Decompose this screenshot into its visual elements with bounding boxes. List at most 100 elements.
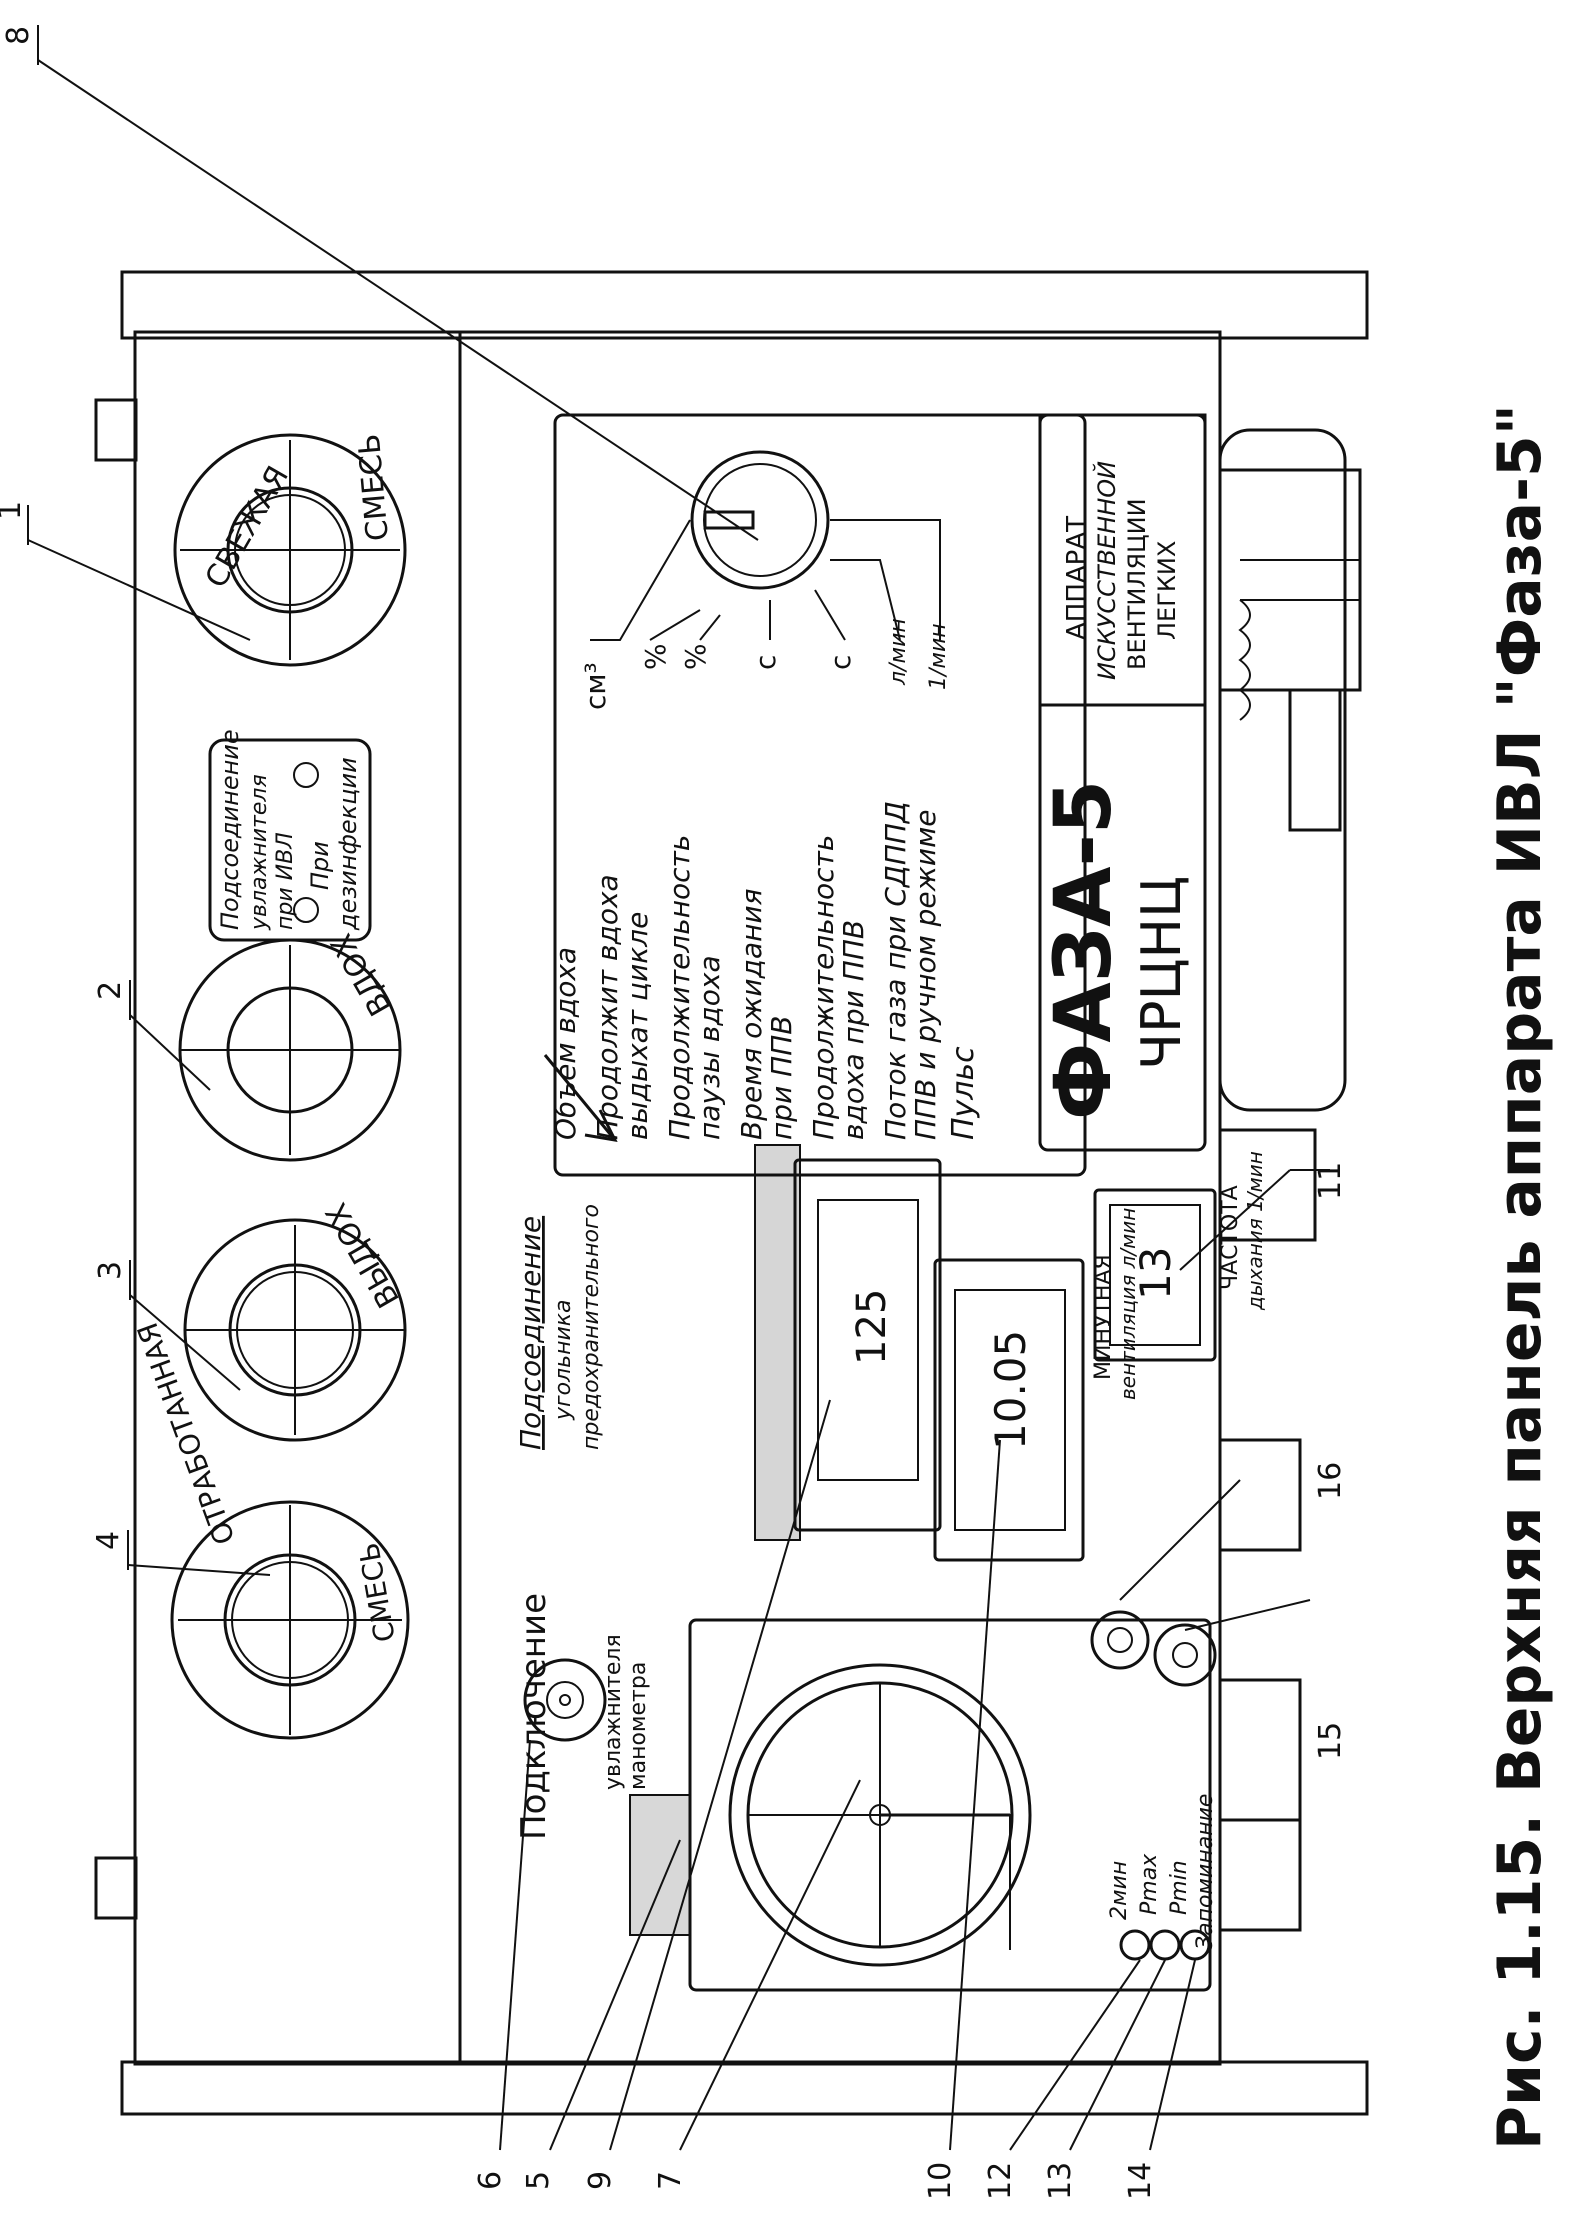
callout-14: 14 bbox=[1123, 2162, 1158, 2200]
handle-bump-right bbox=[94, 398, 138, 462]
brand-name-4: ЛЕГКИХ bbox=[1153, 541, 1181, 640]
param-7: при ППВ bbox=[765, 1016, 798, 1141]
alarm-2min-button[interactable] bbox=[1119, 1929, 1151, 1961]
connection-title: Подключение bbox=[514, 1593, 554, 1840]
minute-label-2: вентиляция л/мин bbox=[1116, 1208, 1140, 1400]
rate-label-1: ЧАСТОТА bbox=[1218, 1185, 1243, 1290]
callout-9: 9 bbox=[583, 2171, 618, 2190]
foot-16 bbox=[1218, 1128, 1317, 1242]
brand-name-box bbox=[1038, 413, 1207, 707]
humidifier-plate: Подсоединение увлажнителя при ИВЛ При де… bbox=[208, 729, 372, 942]
handle-body bbox=[1218, 428, 1347, 1112]
callout-12: 12 bbox=[983, 2162, 1018, 2200]
callout-numbers: 1 2 3 4 8 6 5 9 7 10 12 13 14 11 16 15 bbox=[0, 26, 1348, 2200]
parameter-selector: Объем вдоха Продолжит вдоха выдыхат цикл… bbox=[549, 413, 1087, 1177]
callout-10: 10 bbox=[923, 2162, 958, 2200]
rate-label-2: дыхания 1/мин bbox=[1243, 1151, 1267, 1311]
display-hatch bbox=[754, 1144, 801, 1541]
callout-8: 8 bbox=[1, 26, 36, 45]
humid-manometer-2: манометра bbox=[626, 1662, 651, 1790]
figure-caption: Рис. 1.15. Верхняя панель аппарата ИВЛ "… bbox=[1485, 404, 1555, 2150]
main-display-value: 125 bbox=[849, 1289, 895, 1365]
unit-2: % bbox=[639, 643, 672, 670]
main-display-frame bbox=[793, 1158, 942, 1532]
humid-manometer-1: увлажнителя bbox=[601, 1634, 626, 1790]
humid-plate-line5: дезинфекции bbox=[334, 757, 362, 931]
brand-name-1: АППАРАТ bbox=[1062, 516, 1092, 640]
foot-left-a bbox=[1218, 1678, 1302, 1822]
brand-model: ФАЗА-5 bbox=[1039, 780, 1129, 1120]
brand-name-3: ВЕНТИЛЯЦИИ bbox=[1123, 498, 1151, 670]
bottom-rail bbox=[120, 2060, 1369, 2116]
displays: 125 10.05 МИНУТНАЯ вентиляция л/мин 13 Ч… bbox=[754, 1144, 1267, 1562]
alarm-pmin-label: Pmin bbox=[1167, 1860, 1192, 1915]
humid-plate-line4: При bbox=[306, 841, 334, 890]
unit-4: с bbox=[749, 655, 782, 670]
param-2: Продолжит вдоха bbox=[591, 874, 624, 1140]
humid-plate-line2: увлажнителя bbox=[247, 774, 272, 931]
callout-16: 16 bbox=[1313, 1462, 1348, 1500]
alarm-mute-button[interactable] bbox=[1090, 1610, 1150, 1670]
brand-maker: ЧРЦНЦ bbox=[1130, 876, 1193, 1070]
device-body bbox=[94, 270, 1369, 2116]
rate-display-frame bbox=[1093, 1188, 1217, 1362]
selector-knob[interactable] bbox=[690, 450, 830, 590]
foot-15 bbox=[1218, 1438, 1302, 1552]
unit-1: см³ bbox=[579, 662, 612, 710]
param-9: вдоха при ППВ bbox=[837, 920, 870, 1140]
param-5: паузы вдоха bbox=[693, 955, 726, 1140]
param-1: Объем вдоха bbox=[549, 947, 582, 1140]
callout-6: 6 bbox=[473, 2171, 508, 2190]
manometer-frame bbox=[688, 1618, 1212, 1992]
port-exhale[interactable]: ВЫДОХ bbox=[183, 1197, 407, 1442]
rate-display-value: 13 bbox=[1131, 1247, 1180, 1300]
humid-plate-line3: при ИВЛ bbox=[273, 832, 298, 930]
alarm-pmax-label: Pmax bbox=[1137, 1853, 1162, 1915]
connection-section: Подключение увлажнителя манометра Подсое… bbox=[514, 1054, 691, 1936]
callout-5: 5 bbox=[521, 2171, 556, 2190]
fresh-mix-label-b: СМЕСЬ bbox=[352, 432, 396, 542]
param-4: Продолжительность bbox=[663, 835, 696, 1140]
unit-7: 1/мин bbox=[926, 623, 951, 690]
param-3: выдыхат цикле bbox=[621, 912, 654, 1140]
handle-grip bbox=[1288, 688, 1342, 832]
connection-port[interactable] bbox=[523, 1658, 607, 1742]
humid-plate-line1: Подсоединение bbox=[216, 729, 244, 930]
callout-11: 11 bbox=[1313, 1162, 1348, 1200]
manometer-section: 2мин Pmax Pmin Запоминание bbox=[688, 1610, 1218, 1992]
top-rail bbox=[120, 270, 1369, 340]
param-11: ППВ и ручном режиме bbox=[909, 810, 942, 1140]
port-inhale[interactable]: ВДОХ bbox=[178, 928, 402, 1162]
param-12: Пульс bbox=[946, 1046, 981, 1140]
callout-13: 13 bbox=[1043, 2162, 1078, 2200]
port-fresh-mix[interactable]: СВЕЖАЯ СМЕСЬ bbox=[173, 432, 407, 667]
humid-manometer-hatch bbox=[629, 1794, 691, 1936]
callout-3: 3 bbox=[93, 1261, 128, 1280]
minute-display-frame bbox=[933, 1258, 1085, 1562]
waste-mix-label-b: СМЕСЬ bbox=[352, 1540, 402, 1644]
param-6: Время ожидания bbox=[735, 889, 768, 1141]
side-connector-large bbox=[1218, 468, 1362, 692]
selector-frame bbox=[553, 413, 1087, 1177]
selector-knob-pointer bbox=[703, 510, 755, 530]
unit-6: л/мин bbox=[886, 618, 911, 686]
alarm-2min-label: 2мин bbox=[1107, 1861, 1132, 1920]
memory-label: Запоминание bbox=[1193, 1794, 1218, 1950]
unit-5: с bbox=[824, 655, 857, 670]
callout-15: 15 bbox=[1313, 1722, 1348, 1760]
alarm-pmin-button[interactable] bbox=[1179, 1929, 1211, 1961]
param-8: Продолжительность bbox=[807, 835, 840, 1140]
coal-line1: Подсоединение bbox=[514, 1216, 547, 1450]
manometer-dial bbox=[728, 1663, 1032, 1967]
unit-3: % bbox=[679, 643, 712, 670]
coal-line3: предохранительного bbox=[579, 1204, 604, 1450]
foot-left-b bbox=[1218, 1818, 1302, 1932]
alarm-pmax-button[interactable] bbox=[1149, 1929, 1181, 1961]
brand-area: ФАЗА-5 ЧРЦНЦ АППАРАТ ИСКУССТВЕННОЙ ВЕНТИ… bbox=[1038, 413, 1207, 1152]
callout-4: 4 bbox=[91, 1531, 126, 1550]
memory-button[interactable] bbox=[1153, 1623, 1217, 1687]
arrow bbox=[543, 1054, 617, 1141]
minute-display-value: 10.05 bbox=[986, 1330, 1035, 1450]
